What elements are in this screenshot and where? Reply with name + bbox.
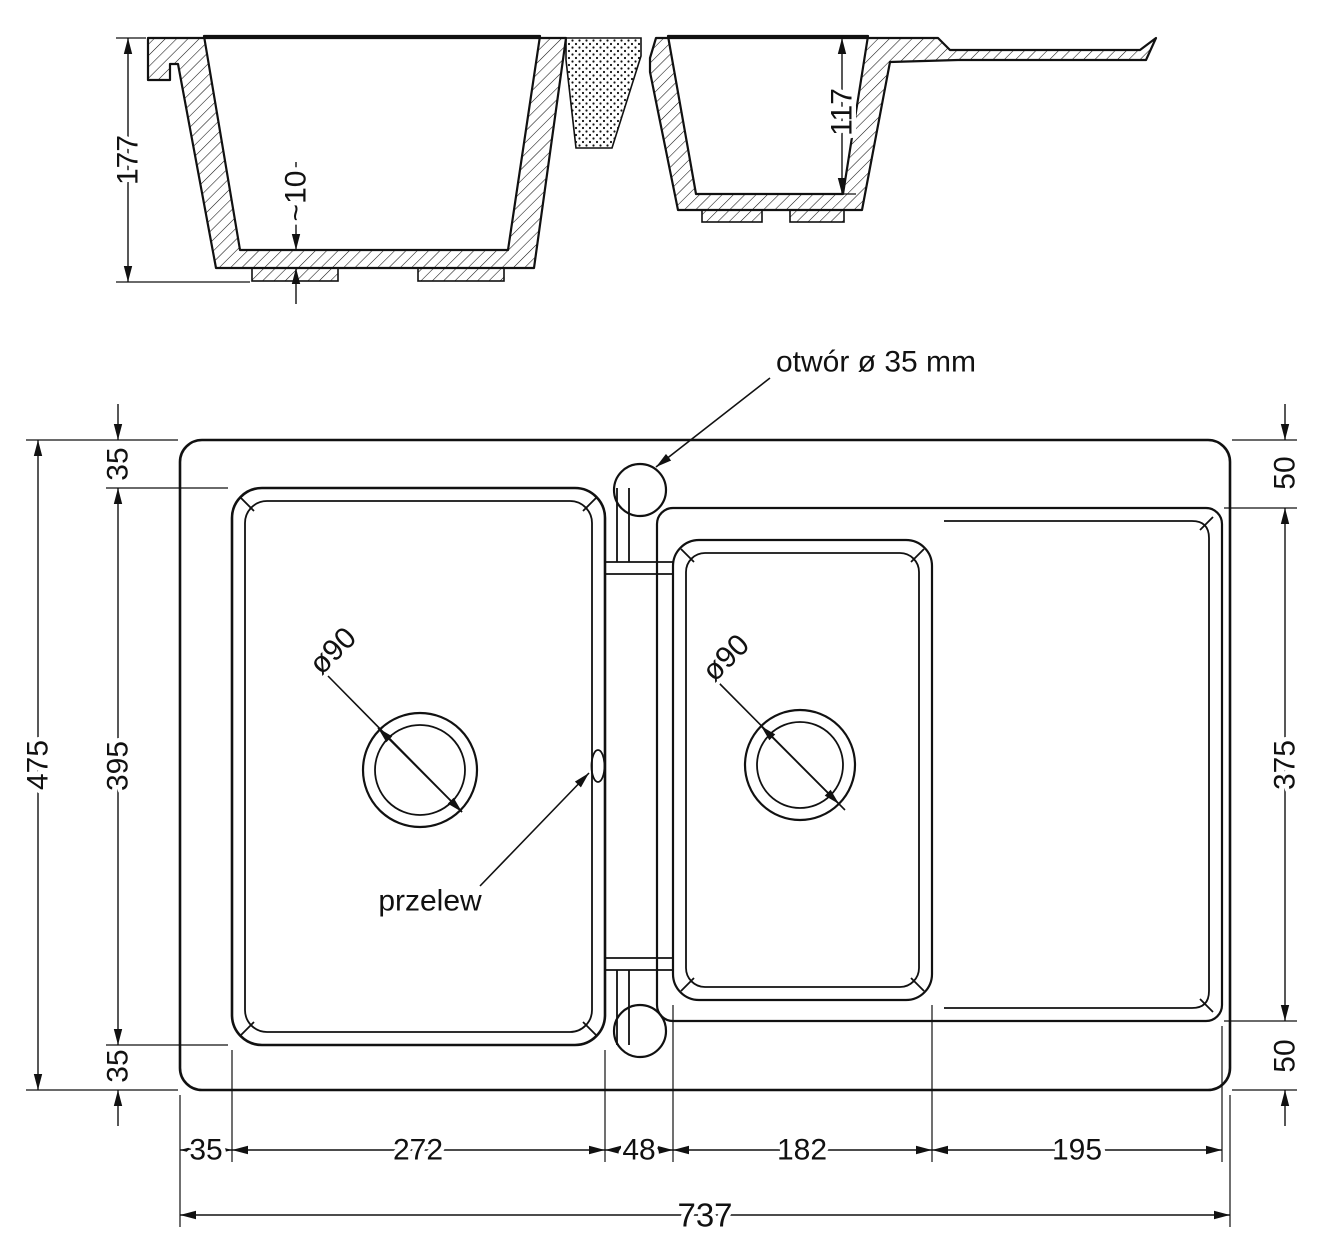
section-left-bowl-profile bbox=[146, 34, 568, 270]
tap-hole-bottom bbox=[612, 1003, 668, 1059]
dim-label-195: 195 bbox=[1052, 1134, 1102, 1167]
left-bowl-inner bbox=[244, 500, 593, 1033]
dim-label-50-top: 50 bbox=[1269, 456, 1302, 489]
section-left-pad-1 bbox=[251, 267, 339, 282]
dim-label-48: 48 bbox=[622, 1134, 655, 1167]
corner-tick bbox=[680, 548, 695, 563]
corner-tick bbox=[910, 548, 925, 563]
section-right-pad-1 bbox=[701, 209, 763, 223]
overflow-leader bbox=[479, 772, 590, 887]
right-drain-arrow bbox=[799, 764, 840, 805]
corner-tick bbox=[582, 1021, 598, 1037]
left-bowl-outer bbox=[230, 486, 607, 1047]
tap-hole-top bbox=[612, 462, 668, 518]
left-drain-diameter-label: ø90 bbox=[303, 621, 363, 681]
drainer-inner-contour bbox=[944, 520, 1210, 1009]
corner-tick bbox=[1199, 516, 1214, 531]
left-drain-inner bbox=[374, 724, 466, 816]
dim-label-117: 117 bbox=[826, 88, 859, 136]
dim-label-375: 375 bbox=[1269, 740, 1302, 790]
corner-tick bbox=[239, 1021, 255, 1037]
tap-hole-label: otwór ø 35 mm bbox=[776, 346, 976, 379]
dim-label-35-top: 35 bbox=[102, 447, 135, 480]
dim-label-395: 395 bbox=[102, 741, 135, 791]
dim-label-182: 182 bbox=[777, 1134, 827, 1167]
dim-label-35-bottom: 35 bbox=[102, 1049, 135, 1082]
right-drain-diameter-label: ø90 bbox=[696, 628, 756, 688]
tap-hole-leader bbox=[655, 377, 771, 468]
corner-tick bbox=[680, 977, 695, 992]
right-section-outer bbox=[655, 506, 1224, 1023]
corner-tick bbox=[582, 496, 598, 512]
left-drain-arrow bbox=[419, 769, 463, 813]
plan-outer-edge bbox=[178, 438, 1232, 1092]
left-drain-outer bbox=[361, 711, 479, 829]
corner-tick bbox=[910, 977, 925, 992]
right-drain-arrow bbox=[760, 725, 801, 766]
dim-label-272: 272 bbox=[393, 1134, 443, 1167]
right-bowl-inner bbox=[685, 552, 920, 988]
right-drain-outer bbox=[743, 708, 857, 822]
cross-section-view: 177 ~10 117 bbox=[107, 34, 1158, 304]
plan-dimensions: 475 35 395 35 50 375 50 35 272 48 182 19… bbox=[17, 404, 1306, 1238]
section-divider-stipple bbox=[565, 37, 642, 149]
corner-tick bbox=[1199, 998, 1214, 1013]
dim-label-177: 177 bbox=[112, 135, 145, 185]
dim-label-475: 475 bbox=[22, 740, 55, 790]
overflow-slot bbox=[590, 749, 606, 783]
dim-label-10: ~10 bbox=[280, 171, 313, 222]
section-right-pad-2 bbox=[789, 209, 845, 223]
right-drain-inner bbox=[756, 721, 844, 809]
right-bowl-outer bbox=[671, 538, 934, 1002]
corner-tick bbox=[239, 496, 255, 512]
section-left-pad-2 bbox=[417, 267, 505, 282]
left-drain-arrow bbox=[377, 727, 421, 771]
overflow-label: przelew bbox=[378, 885, 482, 918]
dim-label-737: 737 bbox=[677, 1197, 732, 1234]
plan-view: ø90 ø90 otwór ø 35 mm przelew bbox=[178, 342, 1232, 1092]
dim-label-50-bottom: 50 bbox=[1269, 1039, 1302, 1072]
dim-label-35-margin: 35 bbox=[189, 1134, 222, 1167]
section-right-bowl-drainer-profile bbox=[648, 34, 1158, 212]
